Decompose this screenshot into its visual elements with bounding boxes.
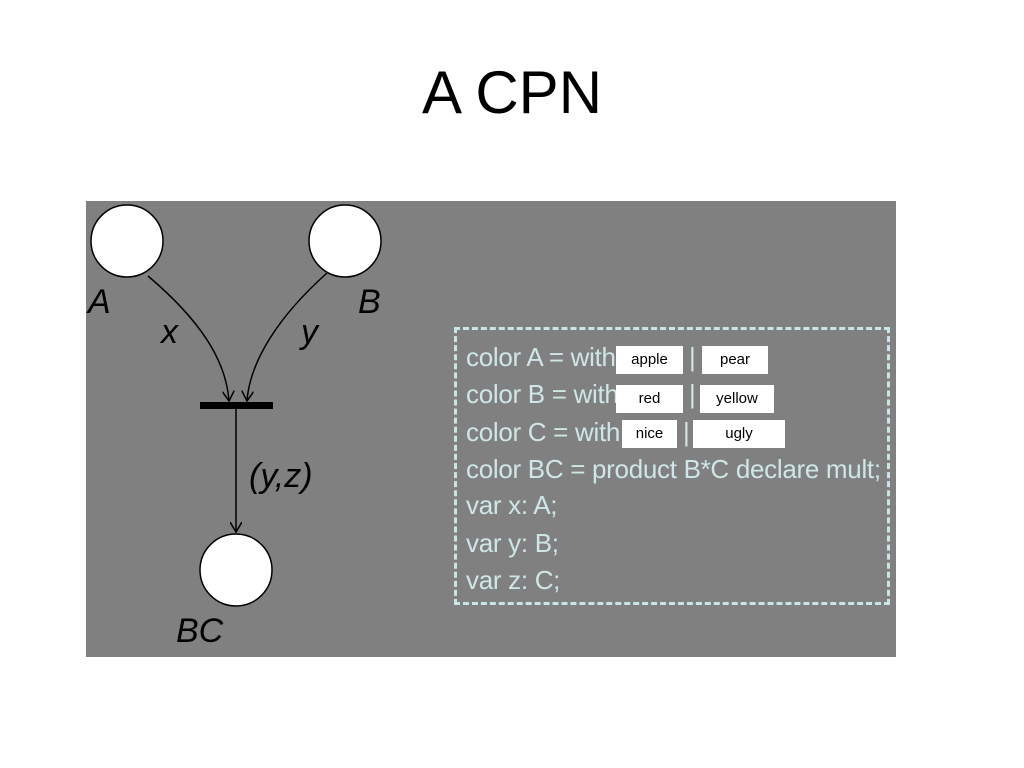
declaration-line: var y: B; [466,528,559,558]
overlay-yellow: yellow [700,385,774,413]
overlay-red: red [616,385,683,413]
transition-bar [200,402,273,409]
page-title: A CPN [421,59,603,126]
place-a [90,204,164,278]
arc-a-to-transition [147,275,229,401]
declaration-line: color B = with [466,379,619,409]
place-bc [199,533,273,607]
declaration-line: var x: A; [466,490,558,520]
arc-b-to-transition [247,272,328,401]
separator-bar: | [683,417,690,447]
separator-bar: | [689,342,696,372]
place-a-label: A [88,283,111,321]
overlay-ugly: ugly [693,420,785,448]
arc-y-label: y [301,313,318,351]
arc-yz-label: (y,z) [249,459,313,493]
place-b [308,204,382,278]
arc-yz-label-text: (y,z) [249,457,313,495]
overlay-apple: apple [616,346,683,374]
place-b-label: B [358,283,381,321]
overlay-nice: nice [622,420,677,448]
declaration-line: color BC = product B*C declare mult; [466,454,881,484]
declarations-box [454,327,890,605]
separator-bar: | [689,379,696,409]
arc-x-label: x [161,313,178,351]
overlay-pear: pear [702,346,768,374]
declaration-line: color A = with [466,342,616,372]
declaration-line: var z: C; [466,565,561,595]
declaration-line: color C = with [466,417,621,447]
place-bc-label: BC [176,612,224,650]
